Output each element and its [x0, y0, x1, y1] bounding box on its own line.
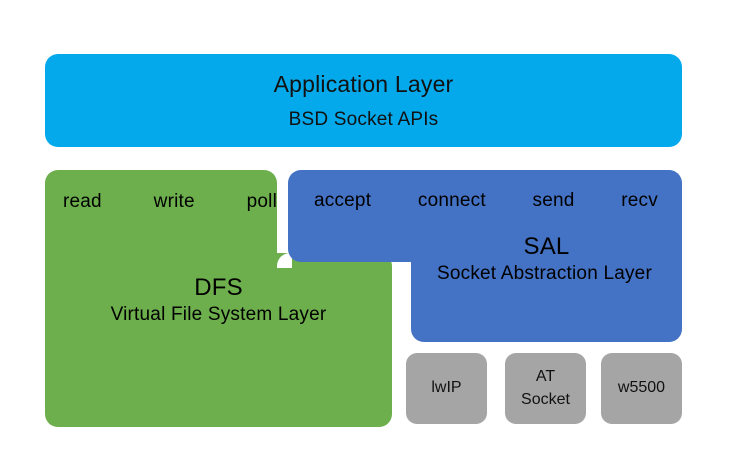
dfs-api-poll: poll: [246, 191, 277, 212]
sal-api-recv: recv: [621, 190, 658, 211]
dfs-api-read: read: [63, 191, 102, 212]
sal-layer-labels: accept connect send recv SAL Socket Abst…: [288, 170, 682, 342]
application-layer-block: Application Layer BSD Socket APIs: [45, 54, 682, 147]
driver-box-w5500-line1: w5500: [617, 379, 666, 397]
application-layer-title: Application Layer: [273, 70, 454, 97]
driver-box-at-socket: AT Socket: [505, 353, 586, 424]
sal-layer-description: Socket Abstraction Layer: [437, 263, 652, 284]
dfs-layer-name: DFS: [194, 274, 243, 301]
driver-box-at-socket-line2: Socket: [521, 390, 570, 408]
application-layer-subtitle: BSD Socket APIs: [288, 108, 439, 130]
dfs-layer-description: Virtual File System Layer: [110, 304, 327, 325]
sal-api-accept: accept: [314, 190, 372, 211]
sal-api-connect: connect: [417, 190, 486, 211]
driver-box-w5500: w5500: [601, 353, 682, 424]
dfs-api-write: write: [153, 191, 195, 212]
dfs-layer-labels: read write poll DFS Virtual File System …: [45, 170, 392, 427]
driver-box-lwip-line1: lwIP: [431, 379, 462, 397]
driver-box-at-socket-line1: AT: [535, 368, 556, 386]
sal-api-send: send: [532, 190, 575, 211]
sal-layer-name: SAL: [523, 233, 570, 260]
driver-box-lwip: lwIP: [406, 353, 487, 424]
dfs-api-list: read write poll: [63, 191, 277, 213]
sal-api-list: accept connect send recv: [314, 190, 658, 212]
